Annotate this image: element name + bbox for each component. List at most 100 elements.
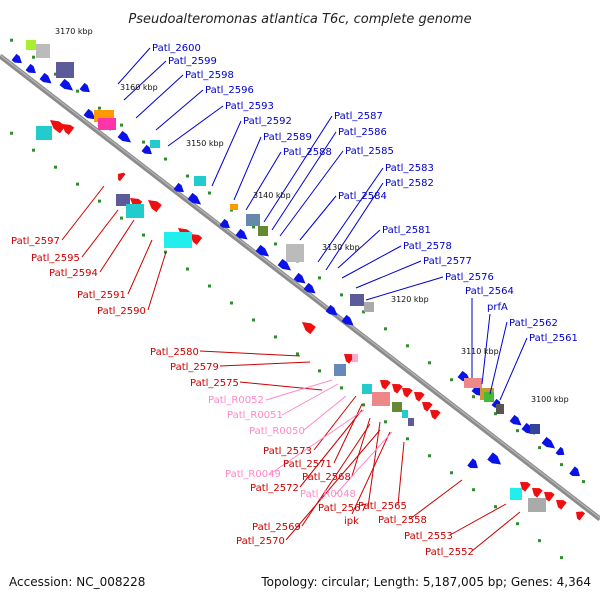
gene-label-ipk[interactable]: ipk [344, 516, 359, 527]
annotation-box[interactable] [36, 126, 52, 140]
annotation-box[interactable] [334, 364, 346, 376]
gene-label-patl-2572[interactable]: Patl_2572 [250, 483, 299, 494]
reverse-gene-arrow[interactable] [115, 170, 126, 182]
gene-label-patl-2587[interactable]: Patl_2587 [334, 111, 383, 122]
annotation-box[interactable] [116, 194, 130, 206]
forward-gene-arrow[interactable] [569, 466, 582, 479]
forward-gene-arrow[interactable] [141, 144, 155, 157]
gene-label-patl-2567[interactable]: Patl_2567 [318, 503, 367, 514]
annotation-box[interactable] [164, 232, 192, 248]
gene-label-patl-2584[interactable]: Patl_2584 [338, 191, 387, 202]
reverse-gene-arrow[interactable] [529, 484, 543, 498]
reverse-gene-arrow[interactable] [427, 406, 441, 420]
gene-label-patl-2595[interactable]: Patl_2595 [31, 253, 80, 264]
forward-gene-arrow[interactable] [79, 82, 93, 95]
gene-label-patl-2594[interactable]: Patl_2594 [49, 268, 98, 279]
reverse-gene-arrow[interactable] [341, 350, 355, 364]
gene-label-patl-2590[interactable]: Patl_2590 [97, 306, 146, 317]
reverse-gene-arrow[interactable] [145, 196, 162, 213]
gene-label-patl-2569[interactable]: Patl_2569 [252, 522, 301, 533]
gene-label-patl-2599[interactable]: Patl_2599 [168, 56, 217, 67]
annotation-box[interactable] [36, 44, 50, 58]
gene-label-patl-2575[interactable]: Patl_2575 [190, 378, 239, 389]
reverse-gene-arrow[interactable] [299, 318, 316, 335]
gene-label-patl-2592[interactable]: Patl_2592 [243, 116, 292, 127]
gene-label-patl-2586[interactable]: Patl_2586 [338, 127, 387, 138]
reverse-gene-arrow[interactable] [573, 508, 586, 521]
forward-gene-arrow[interactable] [25, 63, 39, 76]
reverse-gene-arrow[interactable] [419, 398, 433, 412]
forward-gene-arrow[interactable] [555, 446, 567, 458]
gene-label-patl-2589[interactable]: Patl_2589 [263, 132, 312, 143]
annotation-box[interactable] [372, 392, 390, 406]
forward-gene-arrow[interactable] [187, 192, 204, 208]
reverse-gene-arrow[interactable] [127, 194, 143, 209]
forward-gene-arrow[interactable] [59, 78, 76, 94]
forward-gene-arrow[interactable] [341, 314, 356, 329]
annotation-box[interactable] [194, 176, 206, 186]
gene-label-patl-2576[interactable]: Patl_2576 [445, 272, 494, 283]
gene-label-patl-2580[interactable]: Patl_2580 [150, 347, 199, 358]
gene-label-patl-2600[interactable]: Patl_2600 [152, 43, 201, 54]
gene-label-patl-2593[interactable]: Patl_2593 [225, 101, 274, 112]
annotation-box[interactable] [350, 294, 364, 306]
gene-label-patl-2562[interactable]: Patl_2562 [509, 318, 558, 329]
forward-gene-arrow[interactable] [467, 458, 480, 471]
annotation-box[interactable] [392, 402, 402, 412]
gene-label-patl-2591[interactable]: Patl_2591 [77, 290, 126, 301]
gene-label-patl-2583[interactable]: Patl_2583 [385, 163, 434, 174]
gene-label-patl-2561[interactable]: Patl_2561 [529, 333, 578, 344]
annotation-box[interactable] [528, 498, 546, 512]
forward-gene-arrow[interactable] [293, 272, 308, 287]
annotation-box[interactable] [484, 392, 494, 402]
forward-gene-arrow[interactable] [325, 304, 340, 319]
forward-gene-arrow[interactable] [509, 414, 524, 429]
forward-gene-arrow[interactable] [255, 244, 272, 260]
reverse-gene-arrow[interactable] [553, 496, 567, 510]
gene-label-patl-2577[interactable]: Patl_2577 [423, 256, 472, 267]
gene-label-patl-2553[interactable]: Patl_2553 [404, 531, 453, 542]
rna-label-patl-r0051[interactable]: Patl_R0051 [227, 410, 283, 421]
gene-label-patl-2552[interactable]: Patl_2552 [425, 547, 474, 558]
gene-label-patl-2578[interactable]: Patl_2578 [403, 241, 452, 252]
forward-gene-arrow[interactable] [39, 72, 54, 87]
annotation-box[interactable] [496, 404, 504, 414]
annotation-box[interactable] [402, 410, 408, 418]
annotation-box[interactable] [126, 204, 144, 218]
reverse-gene-arrow[interactable] [187, 230, 203, 245]
annotation-box[interactable] [150, 140, 160, 148]
annotation-box[interactable] [26, 40, 36, 50]
forward-gene-arrow[interactable] [235, 228, 250, 243]
annotation-box[interactable] [362, 384, 372, 394]
reverse-gene-arrow[interactable] [377, 376, 391, 390]
gene-label-patl-2564[interactable]: Patl_2564 [465, 286, 514, 297]
annotation-box[interactable] [464, 378, 482, 388]
reverse-gene-arrow[interactable] [47, 116, 66, 134]
gene-label-patl-2588[interactable]: Patl_2588 [283, 147, 332, 158]
annotation-box[interactable] [408, 418, 414, 426]
rna-label-patl-r0052[interactable]: Patl_R0052 [208, 395, 264, 406]
forward-gene-arrow[interactable] [219, 218, 233, 231]
reverse-gene-arrow[interactable] [541, 488, 555, 502]
annotation-box[interactable] [230, 204, 238, 210]
gene-label-patl-2598[interactable]: Patl_2598 [185, 70, 234, 81]
gene-label-patl-2597[interactable]: Patl_2597 [11, 236, 60, 247]
gene-label-patl-2581[interactable]: Patl_2581 [382, 225, 431, 236]
gene-label-patl-2596[interactable]: Patl_2596 [205, 85, 254, 96]
gene-label-patl-2570[interactable]: Patl_2570 [236, 536, 285, 547]
reverse-gene-arrow[interactable] [411, 388, 425, 402]
annotation-box[interactable] [510, 488, 522, 500]
reverse-gene-arrow[interactable] [399, 384, 413, 398]
forward-gene-arrow[interactable] [541, 436, 558, 452]
annotation-box[interactable] [364, 302, 374, 312]
gene-label-patl-2568[interactable]: Patl_2568 [302, 472, 351, 483]
annotation-box[interactable] [246, 214, 260, 226]
gene-label-patl-2579[interactable]: Patl_2579 [170, 362, 219, 373]
forward-gene-arrow[interactable] [83, 108, 98, 123]
forward-gene-arrow[interactable] [487, 452, 504, 468]
annotation-box[interactable] [286, 244, 304, 262]
gene-label-patl-2565[interactable]: Patl_2565 [358, 501, 407, 512]
forward-gene-arrow[interactable] [277, 258, 294, 274]
forward-gene-arrow[interactable] [11, 53, 25, 66]
rna-label-patl-r0048[interactable]: Patl_R0048 [300, 489, 356, 500]
